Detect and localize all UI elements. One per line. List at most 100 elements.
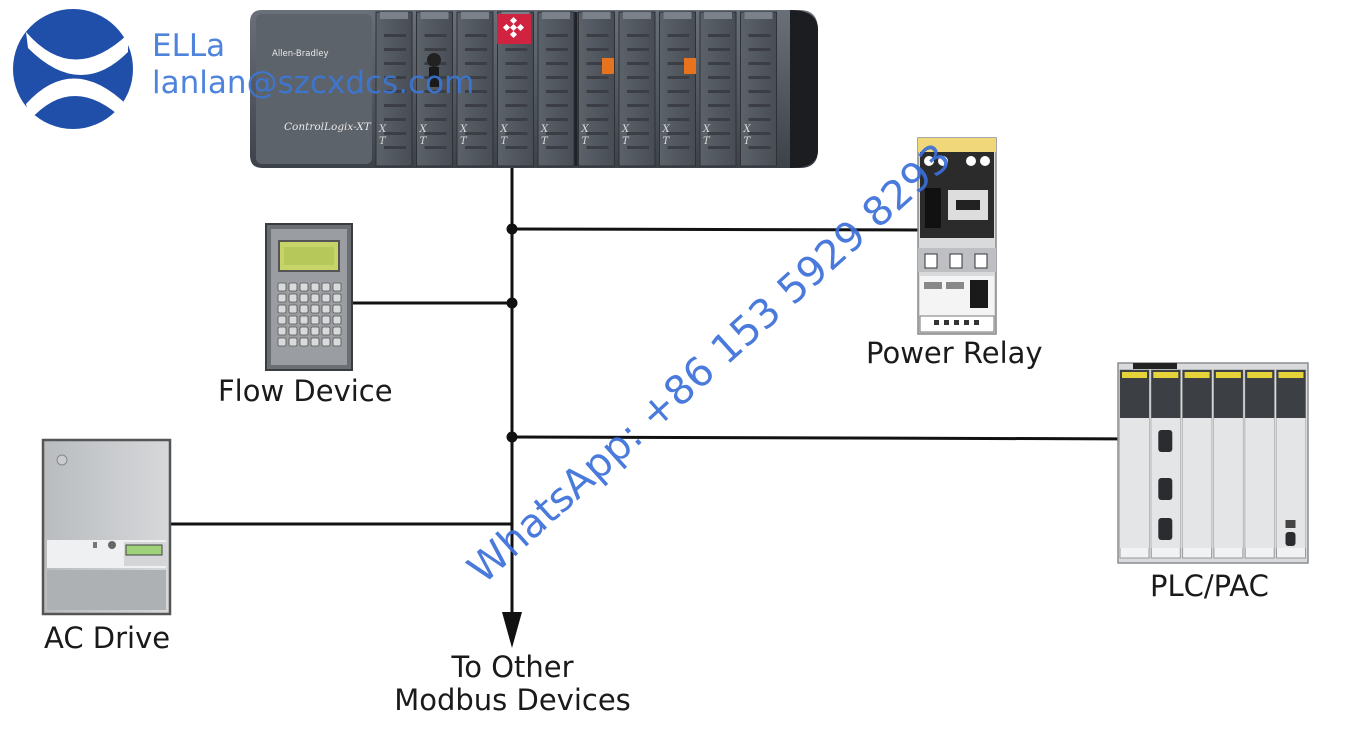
svg-text:X: X xyxy=(621,124,630,135)
keypad-key xyxy=(310,337,320,347)
status-led-icon xyxy=(684,58,696,74)
svg-text:X: X xyxy=(662,124,671,135)
keypad-key xyxy=(288,304,298,314)
keypad-key xyxy=(321,337,331,347)
plc-module xyxy=(1276,369,1306,559)
keypad-key xyxy=(310,293,320,303)
chassis-model: ControlLogix-XT xyxy=(284,121,372,133)
svg-text:T: T xyxy=(744,136,752,147)
bus-wiring xyxy=(169,165,1159,622)
svg-text:T: T xyxy=(501,136,509,147)
power-relay-label: Power Relay xyxy=(866,336,1043,370)
flow-device-label: Flow Device xyxy=(218,374,393,408)
keypad-key xyxy=(332,337,342,347)
chassis-brand: Allen-Bradley xyxy=(272,49,328,59)
plc-wire xyxy=(511,435,1159,441)
keypad-key xyxy=(332,315,342,325)
bus-label-line2: Modbus Devices xyxy=(394,683,631,718)
plc-pac-label: PLC/PAC xyxy=(1150,569,1269,603)
keypad-key xyxy=(310,304,320,314)
keypad-key xyxy=(310,282,320,292)
controllogix-chassis: Allen-Bradley ControlLogix-XT XTXTXTXTXT… xyxy=(250,10,818,168)
chassis-slot: XT xyxy=(618,11,656,167)
keypad-key xyxy=(299,337,309,347)
keypad-key xyxy=(310,326,320,336)
keypad-key xyxy=(288,337,298,347)
keypad-key xyxy=(277,293,287,303)
keypad-key xyxy=(288,282,298,292)
keypad-key xyxy=(277,282,287,292)
bus-arrowhead xyxy=(502,612,522,648)
watermark-logo-icon xyxy=(13,9,133,129)
keypad-key xyxy=(299,304,309,314)
flow-device-icon xyxy=(265,223,353,371)
keypad-key xyxy=(299,282,309,292)
junction-dot xyxy=(506,297,518,309)
svg-text:T: T xyxy=(379,136,387,147)
svg-text:T: T xyxy=(663,136,671,147)
chassis-slot: XT xyxy=(456,11,494,167)
keypad-key xyxy=(288,326,298,336)
keypad-key xyxy=(332,282,342,292)
keypad-key xyxy=(277,304,287,314)
svg-text:T: T xyxy=(703,136,711,147)
keypad-key xyxy=(310,315,320,325)
svg-text:T: T xyxy=(420,136,428,147)
keypad-key xyxy=(332,326,342,336)
watermark-contact: ELLa lanlan@szcxdcs.com xyxy=(152,28,474,102)
plc-module xyxy=(1182,369,1213,559)
svg-text:X: X xyxy=(743,124,752,135)
chassis-slot: XT xyxy=(699,11,737,167)
keypad-key xyxy=(321,293,331,303)
keypad-key xyxy=(288,293,298,303)
plc-module xyxy=(1150,369,1181,559)
svg-text:X: X xyxy=(378,124,387,135)
junction-dot xyxy=(506,223,518,235)
svg-text:X: X xyxy=(419,124,428,135)
chassis-slot: XT xyxy=(375,11,413,167)
keypad-key xyxy=(277,326,287,336)
keypad-key xyxy=(321,304,331,314)
keypad-key xyxy=(299,315,309,325)
chassis-slot: XT xyxy=(416,11,453,167)
watermark-email: lanlan@szcxdcs.com xyxy=(152,65,475,102)
svg-text:T: T xyxy=(582,136,590,147)
chassis-slot: XT xyxy=(659,11,696,167)
svg-text:X: X xyxy=(540,124,549,135)
chassis-slot: XT xyxy=(574,11,615,167)
svg-text:X: X xyxy=(581,124,590,135)
svg-text:T: T xyxy=(541,136,549,147)
keypad-key xyxy=(299,326,309,336)
chassis-slot: XT xyxy=(740,11,777,167)
bus-label-line1: To Other xyxy=(451,650,574,684)
keypad-key xyxy=(288,315,298,325)
keypad-key xyxy=(332,293,342,303)
keypad-key xyxy=(299,293,309,303)
bus-destination-label: To Other Modbus Devices xyxy=(375,650,650,718)
keypad-key xyxy=(321,282,331,292)
svg-text:X: X xyxy=(500,124,509,135)
svg-text:X: X xyxy=(702,124,711,135)
keypad-key xyxy=(321,315,331,325)
plc-module xyxy=(1119,369,1150,559)
junction-dot xyxy=(506,431,518,443)
keypad-key xyxy=(321,326,331,336)
plc-pac-icon xyxy=(1117,362,1309,564)
svg-text:T: T xyxy=(460,136,468,147)
keypad-key xyxy=(277,315,287,325)
ac-drive-label: AC Drive xyxy=(44,621,171,655)
keypad-key xyxy=(277,337,287,347)
keypad-key xyxy=(332,304,342,314)
power-relay-wire xyxy=(511,227,921,232)
status-led-icon xyxy=(602,58,614,74)
chassis-slot: XT xyxy=(537,11,575,167)
power-relay-icon xyxy=(917,137,997,335)
svg-text:X: X xyxy=(459,124,468,135)
watermark-name: ELLa xyxy=(152,28,226,64)
ac-drive-icon xyxy=(41,438,172,616)
svg-text:T: T xyxy=(622,136,630,147)
plc-module xyxy=(1244,369,1275,559)
plc-module xyxy=(1213,369,1244,559)
